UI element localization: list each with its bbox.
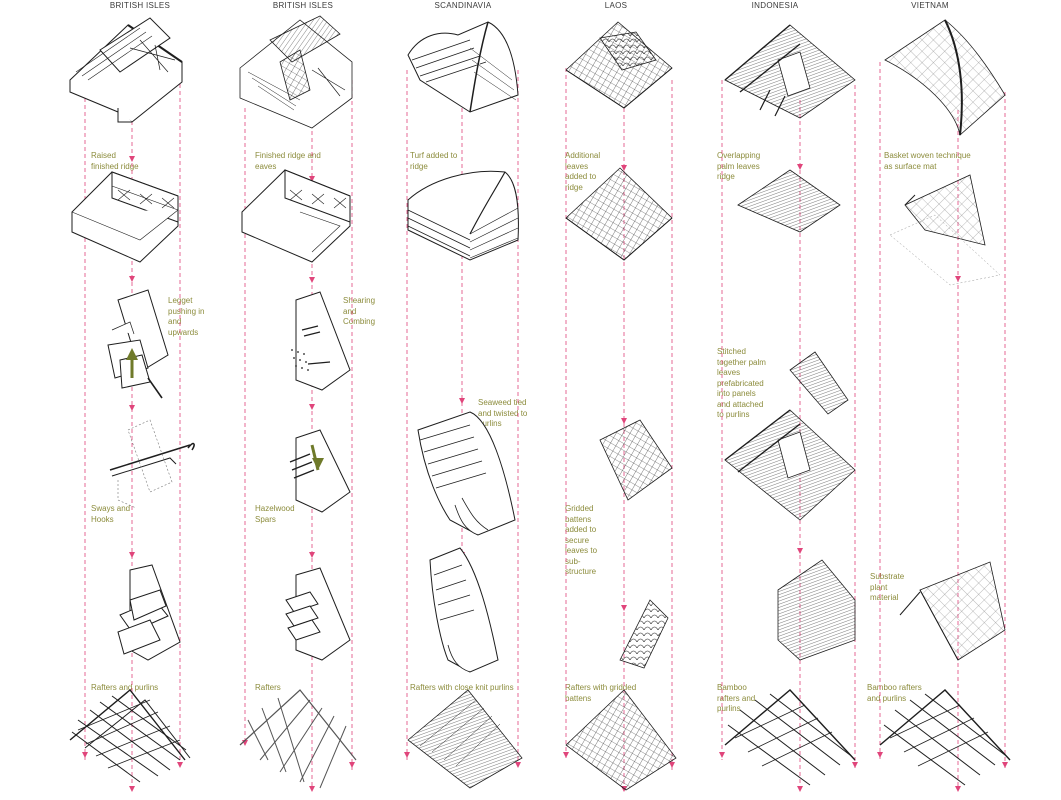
roof-drawing-col5-stitched (725, 352, 855, 520)
roof-drawing-col3-layered (408, 171, 518, 260)
roof-drawing-col6-mat (885, 20, 1005, 135)
roof-drawing-col4-ridge (566, 22, 672, 108)
arrowheads-col6 (877, 276, 1008, 792)
roof-drawing-col4-circles (620, 600, 668, 668)
roof-drawing-col5-ridge (738, 170, 840, 232)
roof-drawing-col4-rafters (566, 690, 676, 790)
roof-drawing-col5-rafters (725, 690, 855, 785)
roof-drawing-col1-sways (110, 420, 194, 508)
roof-drawing-col2-rafters (240, 690, 356, 788)
roof-drawing-col4-gridded (600, 420, 672, 500)
roof-drawing-col5-panels (778, 560, 855, 660)
roof-drawing-col1-ridge (70, 18, 182, 122)
roof-drawing-col6-substrate (900, 562, 1005, 660)
roof-drawing-col3-seaweed (418, 412, 515, 535)
roof-drawing-col2-shearing (291, 292, 350, 390)
roof-drawing-col2-block (286, 568, 350, 660)
roof-drawing-col2-finished (242, 170, 350, 262)
roof-drawing-col6-basket (890, 175, 1000, 285)
roof-drawing-col3-rafters (408, 690, 522, 788)
roof-drawing-col2-hazelwood (290, 430, 350, 512)
roof-drawing-col5-frame (725, 25, 855, 118)
roof-drawing-col3-turf (408, 22, 518, 112)
roof-drawing-col1-rafters (70, 690, 190, 782)
roof-drawing-col2-ridge (240, 16, 352, 128)
roof-drawing-col1-raised-ridge (72, 172, 178, 262)
roof-drawing-col1-block (118, 565, 180, 660)
roof-drawing-col1-legget (108, 290, 168, 398)
roof-drawing-col4-leaves (566, 168, 672, 260)
roof-drawing-col6-rafters (880, 690, 1010, 785)
guides-col6 (880, 62, 1005, 790)
guides-col1 (85, 70, 180, 790)
roof-drawing-col3-seaweed-2 (430, 548, 498, 672)
